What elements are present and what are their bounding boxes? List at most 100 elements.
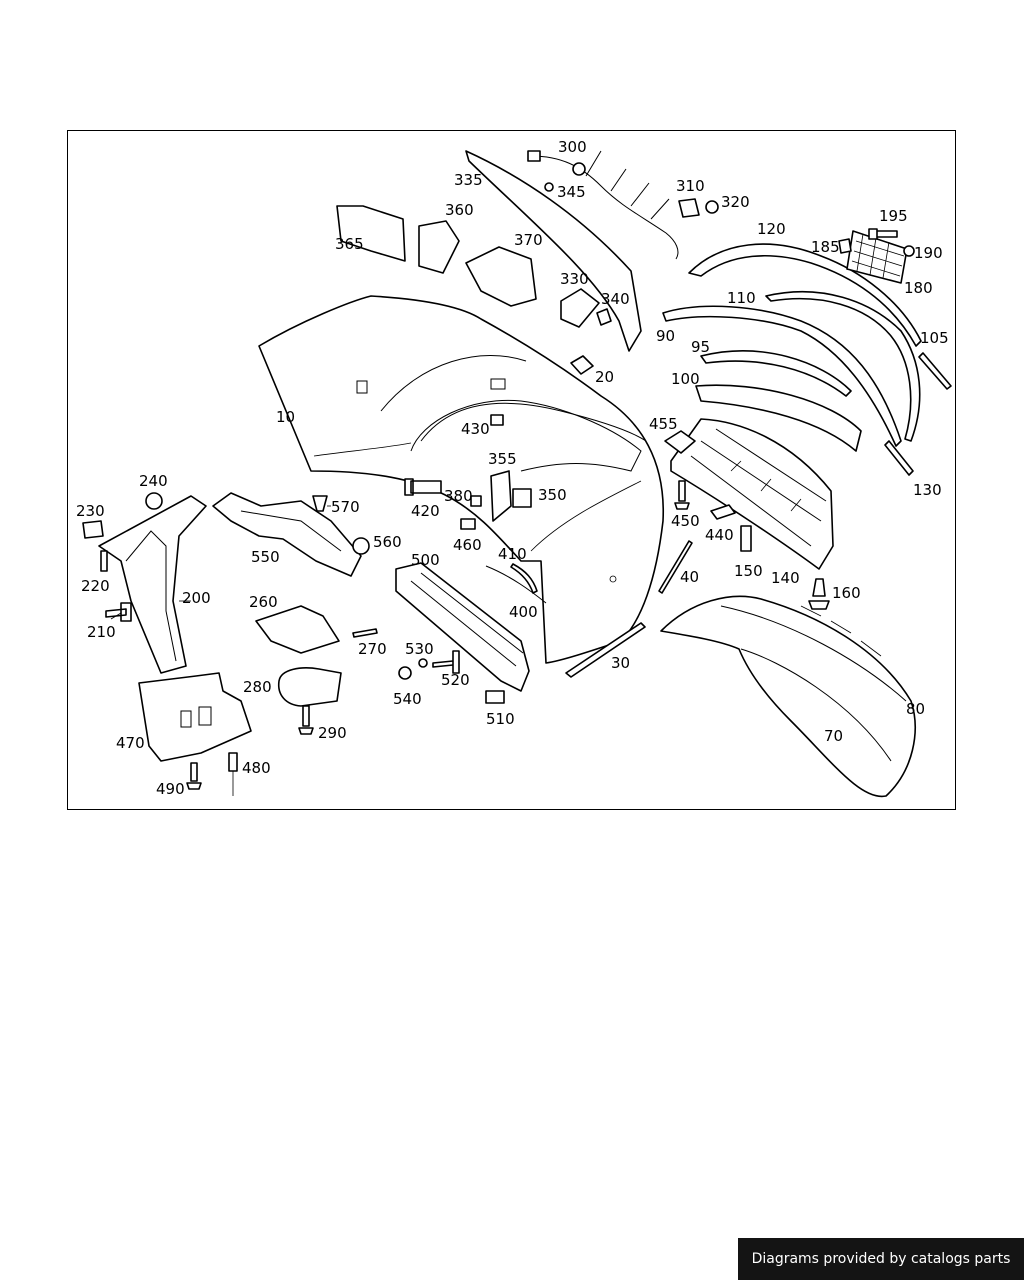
nut-part-190 <box>903 245 915 257</box>
foam-part-440 <box>710 504 736 520</box>
clip-part-430 <box>490 414 504 426</box>
spacer-part-150 <box>740 525 752 552</box>
clip-part-380 <box>470 495 482 507</box>
callout-290: 290 <box>318 724 347 742</box>
clip-part-210 <box>105 602 132 622</box>
trim-part-120 <box>688 243 922 347</box>
callout-360: 360 <box>445 201 474 219</box>
callout-280: 280 <box>243 678 272 696</box>
callout-200: 200 <box>182 589 211 607</box>
diagram-credit-banner: Diagrams provided by catalogs parts <box>738 1238 1024 1280</box>
grille-part-100 <box>695 384 862 452</box>
callout-470: 470 <box>116 734 145 752</box>
pin-part-270 <box>352 628 378 638</box>
callout-400: 400 <box>509 603 538 621</box>
callout-140: 140 <box>771 569 800 587</box>
callout-550: 550 <box>251 548 280 566</box>
bracket-part-365 <box>336 205 406 262</box>
callout-350: 350 <box>538 486 567 504</box>
washer-part-240 <box>145 492 163 510</box>
callout-500: 500 <box>411 551 440 569</box>
callout-380: 380 <box>444 487 473 505</box>
clip-part-570 <box>312 495 328 512</box>
bracket-part-470 <box>138 672 252 762</box>
callout-420: 420 <box>411 502 440 520</box>
trim-part-105 <box>918 352 952 390</box>
callout-80: 80 <box>906 700 925 718</box>
callout-530: 530 <box>405 640 434 658</box>
callout-355: 355 <box>488 450 517 468</box>
clip-part-460 <box>460 518 476 530</box>
housing-part-280 <box>277 667 342 707</box>
callout-450: 450 <box>671 512 700 530</box>
nut-part-345 <box>544 182 554 192</box>
callout-90: 90 <box>656 327 675 345</box>
trim-part-110 <box>765 290 921 442</box>
trim-part-95 <box>700 350 852 397</box>
cap-part-20 <box>570 355 594 375</box>
callout-180: 180 <box>904 279 933 297</box>
callout-210: 210 <box>87 623 116 641</box>
screw-part-450 <box>674 480 690 510</box>
module-part-350 <box>512 488 532 508</box>
callout-520: 520 <box>441 671 470 689</box>
callout-300: 300 <box>558 138 587 156</box>
wiring-harness-part <box>527 150 679 260</box>
washer-part-560 <box>352 537 370 555</box>
leader-lines <box>110 505 331 620</box>
strip-part-400 <box>485 565 547 604</box>
callout-340: 340 <box>601 290 630 308</box>
absorber-part-500 <box>395 562 530 692</box>
callout-460: 460 <box>453 536 482 554</box>
callout-320: 320 <box>721 193 750 211</box>
callout-410: 410 <box>498 545 527 563</box>
washer-part-530 <box>418 658 428 668</box>
clip-part-510 <box>485 690 505 704</box>
callout-370: 370 <box>514 231 543 249</box>
callout-480: 480 <box>242 759 271 777</box>
connector-part-340 <box>596 308 612 326</box>
parts-diagram-frame: 10 20 30 40 70 80 90 95 100 105 110 120 … <box>67 130 956 810</box>
bolt-part-195 <box>868 228 898 240</box>
callout-455: 455 <box>649 415 678 433</box>
rail-part-335 <box>465 150 642 352</box>
callout-570: 570 <box>331 498 360 516</box>
callout-30: 30 <box>611 654 630 672</box>
strip-part-410 <box>510 563 538 594</box>
callout-540: 540 <box>393 690 422 708</box>
callout-20: 20 <box>595 368 614 386</box>
callout-40: 40 <box>680 568 699 586</box>
callout-150: 150 <box>734 562 763 580</box>
bumper-carrier-part <box>670 418 834 570</box>
callout-430: 430 <box>461 420 490 438</box>
callout-220: 220 <box>81 577 110 595</box>
callout-440: 440 <box>705 526 734 544</box>
trim-part-130 <box>884 440 914 476</box>
clip-part-185 <box>838 238 852 254</box>
grille-insert-part <box>846 230 908 284</box>
callout-230: 230 <box>76 502 105 520</box>
screw-part-220 <box>100 550 108 572</box>
washer-part-540 <box>398 666 412 680</box>
callout-270: 270 <box>358 640 387 658</box>
bracket-part-360 <box>418 220 460 274</box>
rivet-part-160 <box>808 578 830 610</box>
bracket-part-550 <box>212 492 362 577</box>
callout-335: 335 <box>454 171 483 189</box>
callout-70: 70 <box>824 727 843 745</box>
callout-185: 185 <box>811 238 840 256</box>
ring-part-320 <box>705 200 719 214</box>
bumper-exploded-diagram: 10 20 30 40 70 80 90 95 100 105 110 120 … <box>76 138 952 798</box>
bracket-part-355 <box>490 470 512 522</box>
lower-diffuser-part <box>660 595 916 798</box>
cover-part-370 <box>465 246 537 307</box>
callout-240: 240 <box>139 472 168 490</box>
callout-330: 330 <box>560 270 589 288</box>
screw-part-290 <box>298 705 314 735</box>
clip-part-230 <box>82 520 104 539</box>
callout-310: 310 <box>676 177 705 195</box>
callout-160: 160 <box>832 584 861 602</box>
callout-190: 190 <box>914 244 943 262</box>
credit-text: Diagrams provided by catalogs parts <box>751 1251 1011 1267</box>
module-part-330 <box>560 288 600 328</box>
